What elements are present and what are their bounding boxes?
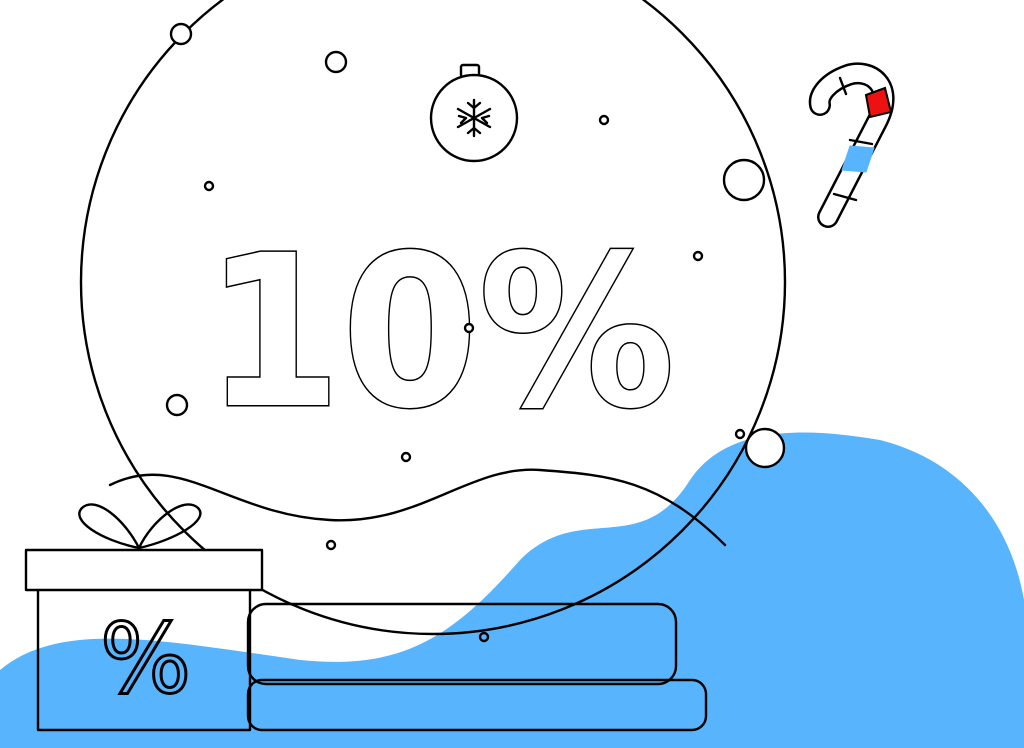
gift-box-icon: % — [24, 503, 264, 732]
candy-cane-blue-stripe — [841, 145, 875, 173]
snowflake-icon — [456, 98, 492, 138]
snowball-icon — [744, 427, 786, 469]
gift-tag-percent: % — [100, 603, 191, 715]
candy-cane-icon — [808, 62, 895, 228]
snow-drift-background — [0, 432, 1024, 748]
snow-dots — [165, 22, 746, 643]
candy-cane-red-stripe — [864, 86, 893, 119]
globe-base-top — [246, 602, 678, 686]
ornament-icon — [429, 63, 519, 163]
globe-base-bottom — [246, 678, 708, 732]
snow-globe-icon — [79, 0, 787, 636]
discount-text: 10% — [205, 210, 675, 455]
snowball-icon — [722, 158, 766, 202]
globe-snow-surface — [108, 468, 727, 547]
